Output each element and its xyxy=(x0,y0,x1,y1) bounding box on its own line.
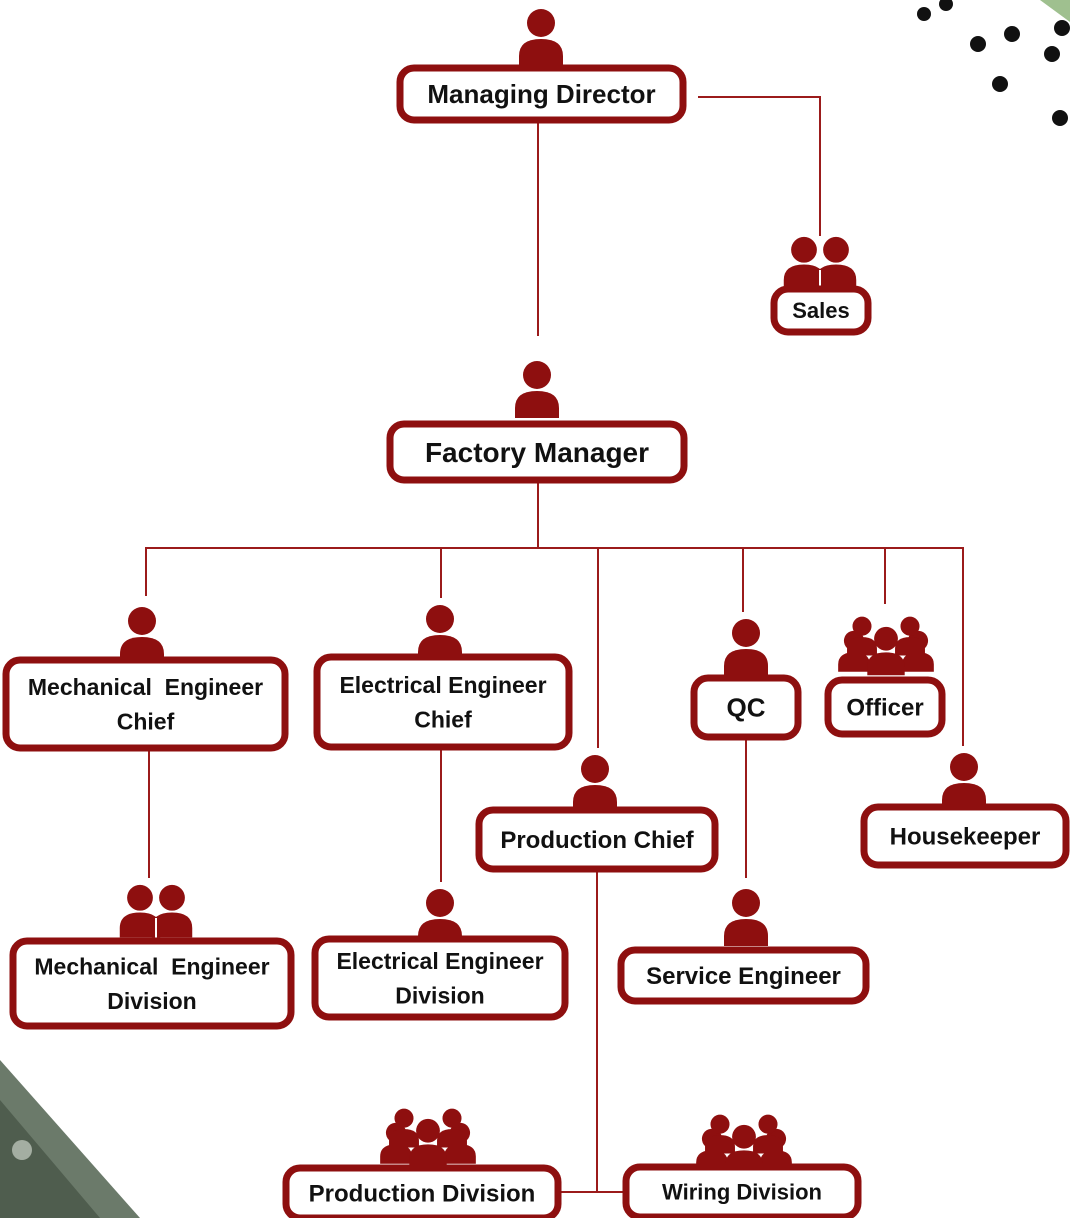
connector-managing-director-to-sales xyxy=(698,96,821,236)
node-label: Production Chief xyxy=(500,827,694,854)
person-icon xyxy=(724,889,768,946)
decorative-top-right-graphic xyxy=(1040,0,1070,22)
connector-production-chief-to-production-division xyxy=(560,871,598,1193)
node-service-engineer: Service Engineer xyxy=(617,889,870,1005)
node-label: Service Engineer xyxy=(646,963,841,990)
pair-people-icon xyxy=(783,236,857,296)
node-box xyxy=(860,803,1070,869)
person-icon xyxy=(724,619,768,676)
node-managing-director: Managing Director xyxy=(396,9,687,124)
node-label: Mechanical Engineer xyxy=(28,674,263,700)
node-box xyxy=(690,674,802,741)
node-qc: QC xyxy=(690,619,802,741)
node-label: Wiring Division xyxy=(662,1180,822,1205)
node-label: Chief xyxy=(414,706,472,732)
connector-factory-manager-to-elec-chief xyxy=(440,547,538,598)
node-production-division: Production Division xyxy=(282,1108,562,1218)
node-label: Division xyxy=(395,982,484,1008)
connector-factory-manager-to-qc xyxy=(538,547,744,612)
node-label: Division xyxy=(107,988,196,1014)
node-box xyxy=(313,653,573,751)
node-wiring-division: Wiring Division xyxy=(622,1114,862,1218)
node-box xyxy=(622,1163,862,1218)
node-box xyxy=(9,937,295,1030)
node-box xyxy=(2,656,289,752)
node-box xyxy=(311,935,569,1021)
person-icon xyxy=(515,361,559,418)
node-label: Factory Manager xyxy=(425,437,649,468)
connector-factory-manager-to-mech-chief xyxy=(145,482,539,596)
person-icon xyxy=(519,9,563,66)
node-label: Electrical Engineer xyxy=(336,948,543,974)
person-icon xyxy=(942,753,986,810)
node-label: Housekeeper xyxy=(890,823,1041,850)
node-box xyxy=(386,420,688,484)
node-label: Managing Director xyxy=(427,79,655,109)
node-label: Chief xyxy=(117,708,175,734)
node-box xyxy=(617,946,870,1005)
connector-factory-manager-to-housekeeper xyxy=(538,547,964,746)
connector-factory-manager-to-officer xyxy=(538,547,886,604)
node-box xyxy=(475,806,719,873)
node-factory-manager: Factory Manager xyxy=(386,361,688,484)
group-people-icon xyxy=(696,1114,792,1174)
person-icon xyxy=(418,605,462,662)
person-icon xyxy=(573,755,617,812)
decorative-dots xyxy=(917,0,1070,126)
node-housekeeper: Housekeeper xyxy=(860,753,1070,869)
decorative-corner-graphic xyxy=(0,1060,140,1218)
node-label: Production Division xyxy=(309,1180,536,1207)
group-people-icon xyxy=(380,1108,476,1168)
node-label: Mechanical Engineer xyxy=(34,953,269,979)
node-box xyxy=(824,676,946,738)
group-people-icon xyxy=(838,616,934,676)
node-label: QC xyxy=(727,693,766,723)
node-label: Sales xyxy=(792,298,850,323)
node-officer: Officer xyxy=(824,616,946,738)
node-label: Electrical Engineer xyxy=(339,672,546,698)
node-sales: Sales xyxy=(770,236,872,336)
node-label: Officer xyxy=(846,694,923,721)
node-box xyxy=(396,64,687,124)
node-box xyxy=(282,1164,562,1218)
pair-people-icon xyxy=(119,884,193,944)
node-production-chief: Production Chief xyxy=(475,755,719,873)
node-box xyxy=(770,285,872,336)
connector-lines xyxy=(145,96,964,1193)
person-icon xyxy=(120,607,164,664)
